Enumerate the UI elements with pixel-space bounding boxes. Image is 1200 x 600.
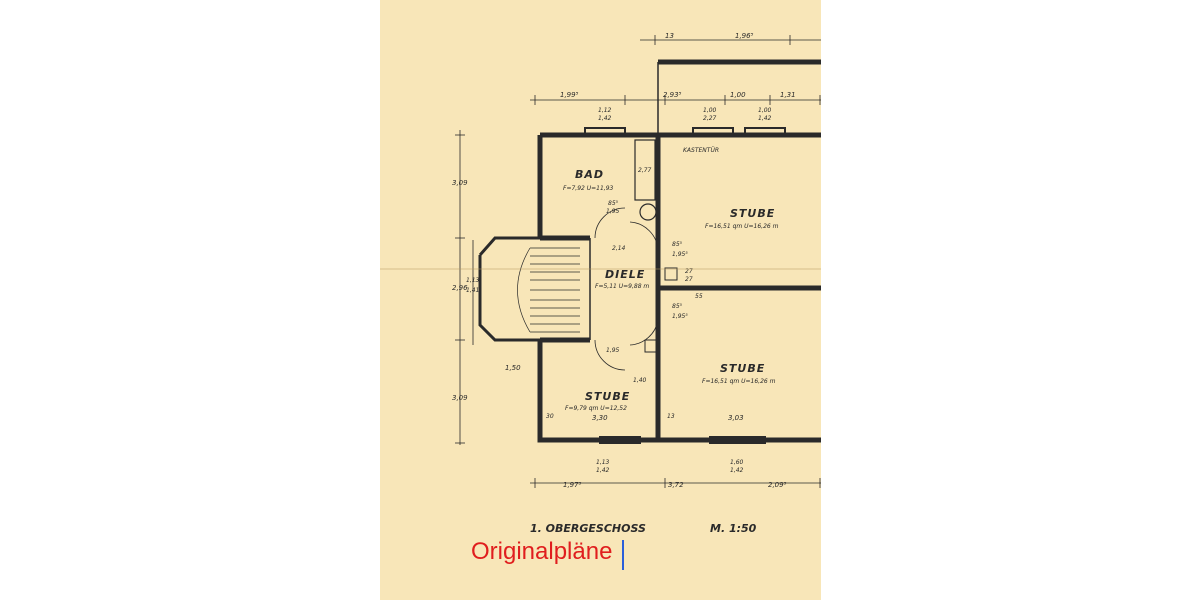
dim-wall-13: 13	[667, 413, 675, 420]
floor-plan-sheet: BAD F=7,92 U=11,93 DIELE F=5,11 U=9,88 m…	[380, 0, 821, 600]
room-area-diele: F=5,11 U=9,88 m	[595, 283, 649, 290]
room-area-stube-upper: F=16,51 qm U=16,26 m	[705, 223, 779, 230]
room-label-bad: BAD	[575, 168, 604, 181]
dim-ticks	[455, 35, 821, 488]
bathtub	[634, 139, 656, 201]
dim-bottom-c: 2,09⁵	[768, 481, 787, 489]
dim-win-3a: 1,00	[758, 107, 772, 114]
caption-text[interactable]: Originalpläne	[471, 538, 613, 565]
dim-bot-win-1a: 1,13	[596, 459, 610, 466]
dim-left-lower: 3,09	[452, 394, 468, 402]
dim-win-2b: 2,27	[703, 115, 717, 122]
dim-door-e: 85⁵	[672, 241, 683, 248]
dim-door-a: 85⁵	[608, 200, 619, 207]
dim-top-c: 1,99⁵	[560, 91, 579, 99]
plan-title: 1. OBERGESCHOSS	[530, 522, 646, 535]
floor-plan-drawing: BAD F=7,92 U=11,93 DIELE F=5,11 U=9,88 m…	[452, 32, 821, 535]
dim-wall-27b: 27	[685, 276, 693, 283]
door-swings	[594, 207, 659, 371]
dim-bath-tub: 2,77	[638, 167, 652, 174]
dim-top-b: 1,96⁵	[735, 32, 754, 40]
dim-left-upper: 3,09	[452, 179, 468, 187]
dim-bot-win-2a: 1,60	[730, 459, 744, 466]
dim-win-1b: 1,42	[598, 115, 612, 122]
annotation-kastentuer: KASTENTÜR	[683, 147, 719, 154]
dim-bottom-a: 1,97⁵	[563, 481, 582, 489]
dim-door-g: 85⁵	[672, 303, 683, 310]
dim-wall-55: 55	[695, 293, 703, 300]
dim-inner-a: 1,40	[633, 377, 647, 384]
dim-left-mid: 2,96	[452, 284, 468, 292]
plan-scale: M. 1:50	[710, 522, 757, 535]
dim-wall-30: 30	[546, 413, 554, 420]
room-area-stube-lower-right: F=16,51 qm U=16,26 m	[702, 378, 776, 385]
stair-treads	[517, 247, 580, 333]
dim-room-width-1: 3,30	[592, 414, 608, 422]
windows	[584, 127, 786, 444]
inner-walls	[589, 62, 659, 340]
dim-top-e: 1,00	[730, 91, 746, 99]
washbasin	[639, 203, 657, 221]
room-label-diele: DIELE	[605, 268, 645, 281]
dim-stair-width: 1,50	[505, 364, 521, 372]
dim-door-h: 1,95	[606, 347, 620, 354]
shaft	[644, 339, 661, 353]
dim-bot-win-2b: 1,42	[730, 467, 744, 474]
dim-win-3b: 1,42	[758, 115, 772, 122]
dim-door-c: 2,14	[612, 245, 626, 252]
dim-door-b: 1,95	[606, 208, 620, 215]
room-label-stube-lower-left: STUBE	[585, 390, 630, 403]
stair-bay	[478, 236, 540, 342]
dim-top-f: 1,31	[780, 91, 796, 99]
room-area-stube-lower-left: F=9,79 qm U=12,52	[565, 405, 627, 412]
dim-bot-win-1b: 1,42	[596, 467, 610, 474]
dim-wall-27a: 27	[685, 268, 693, 275]
dim-door-d: 1,95⁵	[672, 251, 688, 258]
text-cursor	[622, 540, 624, 570]
dim-door-f: 1,95⁵	[672, 313, 688, 320]
dim-win-1a: 1,12	[598, 107, 612, 114]
room-label-stube-upper: STUBE	[730, 207, 775, 220]
dim-left-mid2: 1,13	[466, 277, 480, 284]
dim-room-width-2: 3,03	[728, 414, 744, 422]
dim-win-2a: 1,00	[703, 107, 717, 114]
dim-left-mid3: 1,41	[466, 287, 479, 294]
dim-bottom-b: 3,72	[668, 481, 684, 489]
room-area-bad: F=7,92 U=11,93	[563, 185, 614, 192]
dim-top-d: 2,93⁵	[663, 91, 682, 99]
dim-top-a: 13	[665, 32, 674, 40]
chimney	[664, 267, 678, 281]
room-label-stube-lower-right: STUBE	[720, 362, 765, 375]
